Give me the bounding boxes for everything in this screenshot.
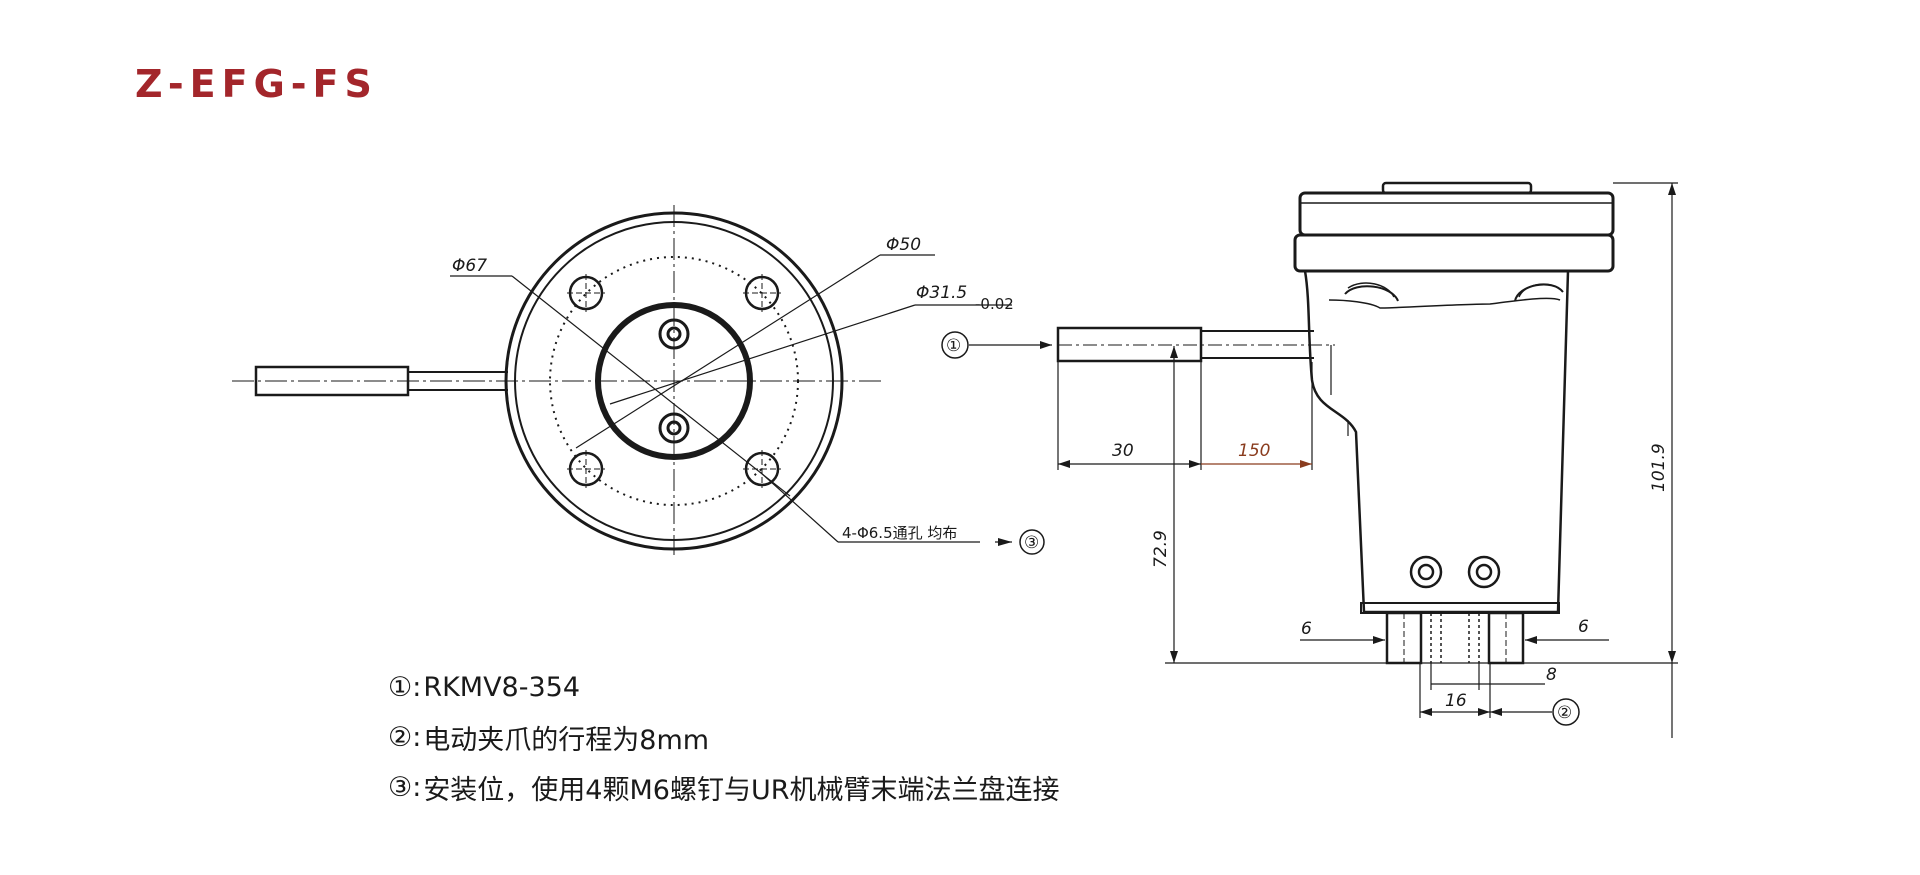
center-boss [595,302,753,460]
top-view-leaders [450,254,1012,543]
gripper-body [1293,181,1615,614]
side-view [941,181,1678,738]
note-1-mark: ①: [388,671,422,703]
outer-flange-circle [504,211,844,551]
bolt-circle [549,256,799,506]
note-2-text: 电动夹爪的行程为8mm [423,724,710,756]
note-3-mark: ③: [388,771,422,803]
callout-3-circle [1019,529,1045,555]
note-1: ①: RKMV8-354 [388,662,1060,712]
holes-callout-ref: ③ [1024,533,1039,553]
dim-left-6: 6 [1301,619,1312,639]
notes-list: ①: RKMV8-354 ②: 电动夹爪的行程为8mm ③: 安装位，使用4颗M… [388,662,1060,812]
dim-jaw-gap-16: 16 [1445,691,1467,711]
holes-callout-text: 4-Φ6.5通孔 均布 [842,524,957,542]
dim-dia-center-tol: -0.02 [975,295,1014,313]
dim-cable-150: 150 [1238,441,1270,461]
callout-1-circle [941,331,969,359]
dim-height-total: 101.9 [1649,443,1669,492]
dim-dia-bolt-circle: Φ50 [886,235,921,255]
dim-height-cable: 72.9 [1151,530,1171,568]
side-view-dimensions [969,182,1678,738]
dim-dia-outer: Φ67 [452,256,487,276]
top-view [232,205,1045,555]
gripper-jaws [1385,611,1525,665]
dim-right-6: 6 [1578,617,1589,637]
note-2-mark: ②: [388,721,422,753]
mounting-holes [567,274,781,488]
dim-cable-30: 30 [1112,441,1134,461]
stroke-callout-ref: ② [1557,703,1572,723]
page-title: Z-EFG-FS [135,62,378,106]
cable-callout-ref: ① [946,336,961,356]
side-view-cable [1056,326,1335,363]
note-2: ②: 电动夹爪的行程为8mm [388,712,1060,762]
note-1-text: RKMV8-354 [423,671,580,703]
dim-jaw-stroke-8: 8 [1546,665,1557,685]
note-3: ③: 安装位，使用4颗M6螺钉与UR机械臂末端法兰盘连接 [388,762,1060,812]
dim-dia-center: Φ31.5 [916,283,967,303]
callout-2-circle [1552,698,1580,726]
note-3-text: 安装位，使用4颗M6螺钉与UR机械臂末端法兰盘连接 [423,774,1060,806]
